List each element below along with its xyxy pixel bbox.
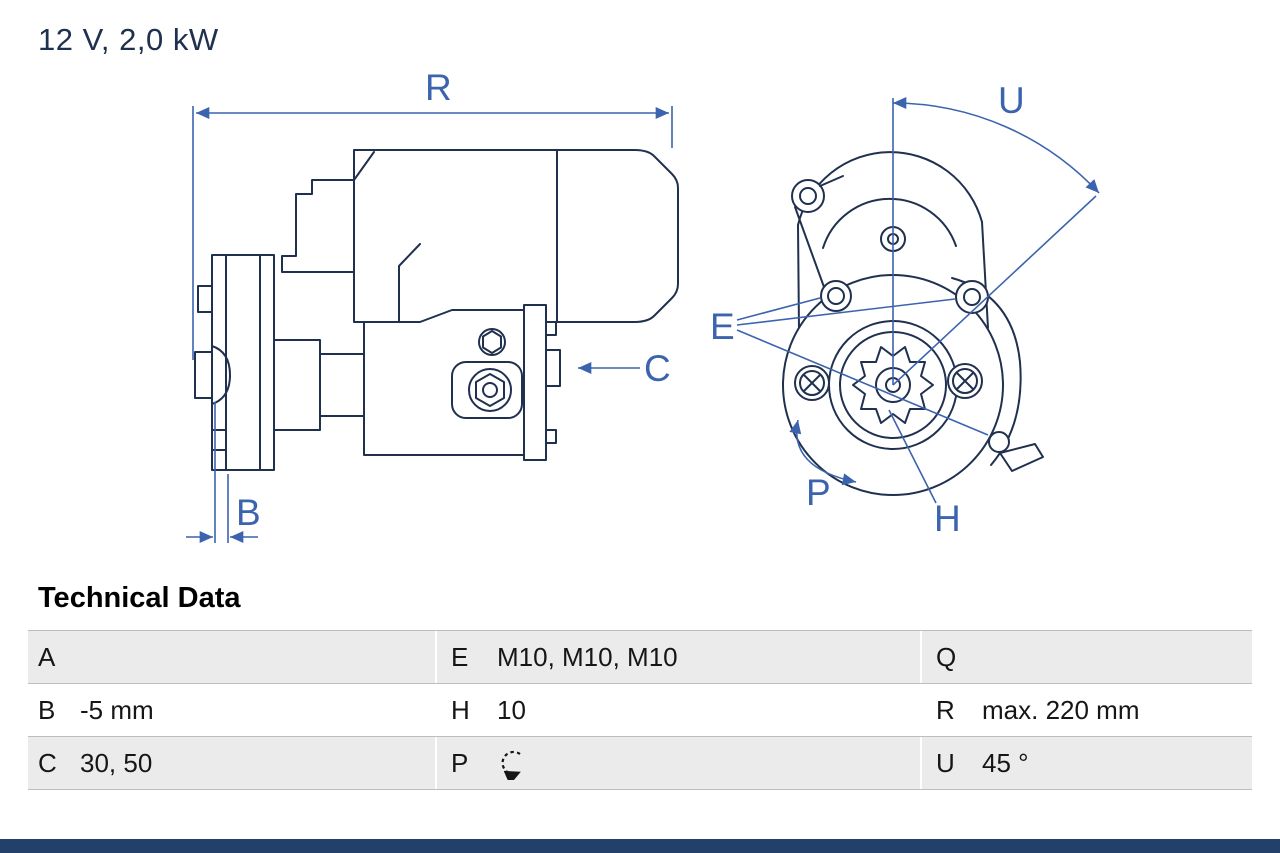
param-value-c: 30, 50 xyxy=(80,747,153,778)
dimension-label-r: R xyxy=(425,67,452,108)
rotation-direction-icon xyxy=(501,750,521,780)
param-key-p: P xyxy=(435,737,497,789)
dimension-p: P xyxy=(789,419,857,513)
body-silhouette-arc xyxy=(797,151,983,226)
dimension-label-c: C xyxy=(644,348,671,389)
phillips-screw-right xyxy=(947,363,983,399)
param-key-r: R xyxy=(920,684,982,736)
motor-body xyxy=(353,149,679,323)
dimension-u: U xyxy=(892,80,1100,386)
phillips-screw-left xyxy=(794,365,830,401)
param-value-r: max. 220 mm xyxy=(982,694,1140,725)
dimension-c: C xyxy=(578,348,671,389)
dimension-label-p: P xyxy=(806,472,831,513)
param-value-p xyxy=(497,737,920,789)
param-key-b: B xyxy=(38,694,56,725)
param-value-q xyxy=(982,631,1252,683)
pinion-gear xyxy=(852,346,934,424)
starter-motor-drawing: R B C U E xyxy=(186,67,1100,543)
top-bracket xyxy=(281,179,355,273)
param-value-h: 10 xyxy=(497,694,526,725)
dimension-b: B xyxy=(186,402,261,543)
dimension-label-b: B xyxy=(236,492,261,533)
param-key-u: U xyxy=(920,737,982,789)
param-value-u: 45 ° xyxy=(982,747,1029,778)
param-value-b: -5 mm xyxy=(80,694,154,725)
mounting-hole-right xyxy=(955,280,989,314)
dimension-label-h: H xyxy=(934,498,961,539)
param-value-a xyxy=(80,631,435,683)
dimension-e: E xyxy=(710,297,989,436)
mounting-hole-bottom xyxy=(988,431,1010,453)
end-plate xyxy=(523,304,547,461)
mounting-hole-left xyxy=(820,280,852,312)
technical-data-table: A E M10, M10, M10 Q B -5 mm H 10 R max. … xyxy=(28,630,1252,790)
param-key-q: Q xyxy=(920,631,982,683)
terminal-stub xyxy=(197,285,213,313)
footer-accent-bar xyxy=(0,839,1280,853)
param-key-c: C xyxy=(38,747,57,778)
param-key-a: A xyxy=(38,641,56,672)
bottom-right-tab xyxy=(999,443,1044,472)
dimensions: R B C U E xyxy=(186,67,1100,543)
lifting-ear xyxy=(791,179,825,213)
table-row: B -5 mm H 10 R max. 220 mm xyxy=(28,684,1252,737)
dimension-label-u: U xyxy=(998,80,1025,121)
dimension-h: H xyxy=(888,409,961,539)
param-key-e: E xyxy=(435,631,497,683)
product-spec-title: 12 V, 2,0 kW xyxy=(38,22,219,57)
param-key-h: H xyxy=(435,684,497,736)
table-row: C 30, 50 P U 45 ° xyxy=(28,737,1252,790)
table-row: A E M10, M10, M10 Q xyxy=(28,631,1252,684)
dimension-r: R xyxy=(192,67,673,360)
technical-data-title: Technical Data xyxy=(38,582,241,614)
dimension-label-e: E xyxy=(710,306,735,347)
param-value-e: M10, M10, M10 xyxy=(497,641,678,672)
front-view xyxy=(782,151,1044,496)
drive-shaft xyxy=(194,351,213,399)
side-view xyxy=(194,149,679,471)
